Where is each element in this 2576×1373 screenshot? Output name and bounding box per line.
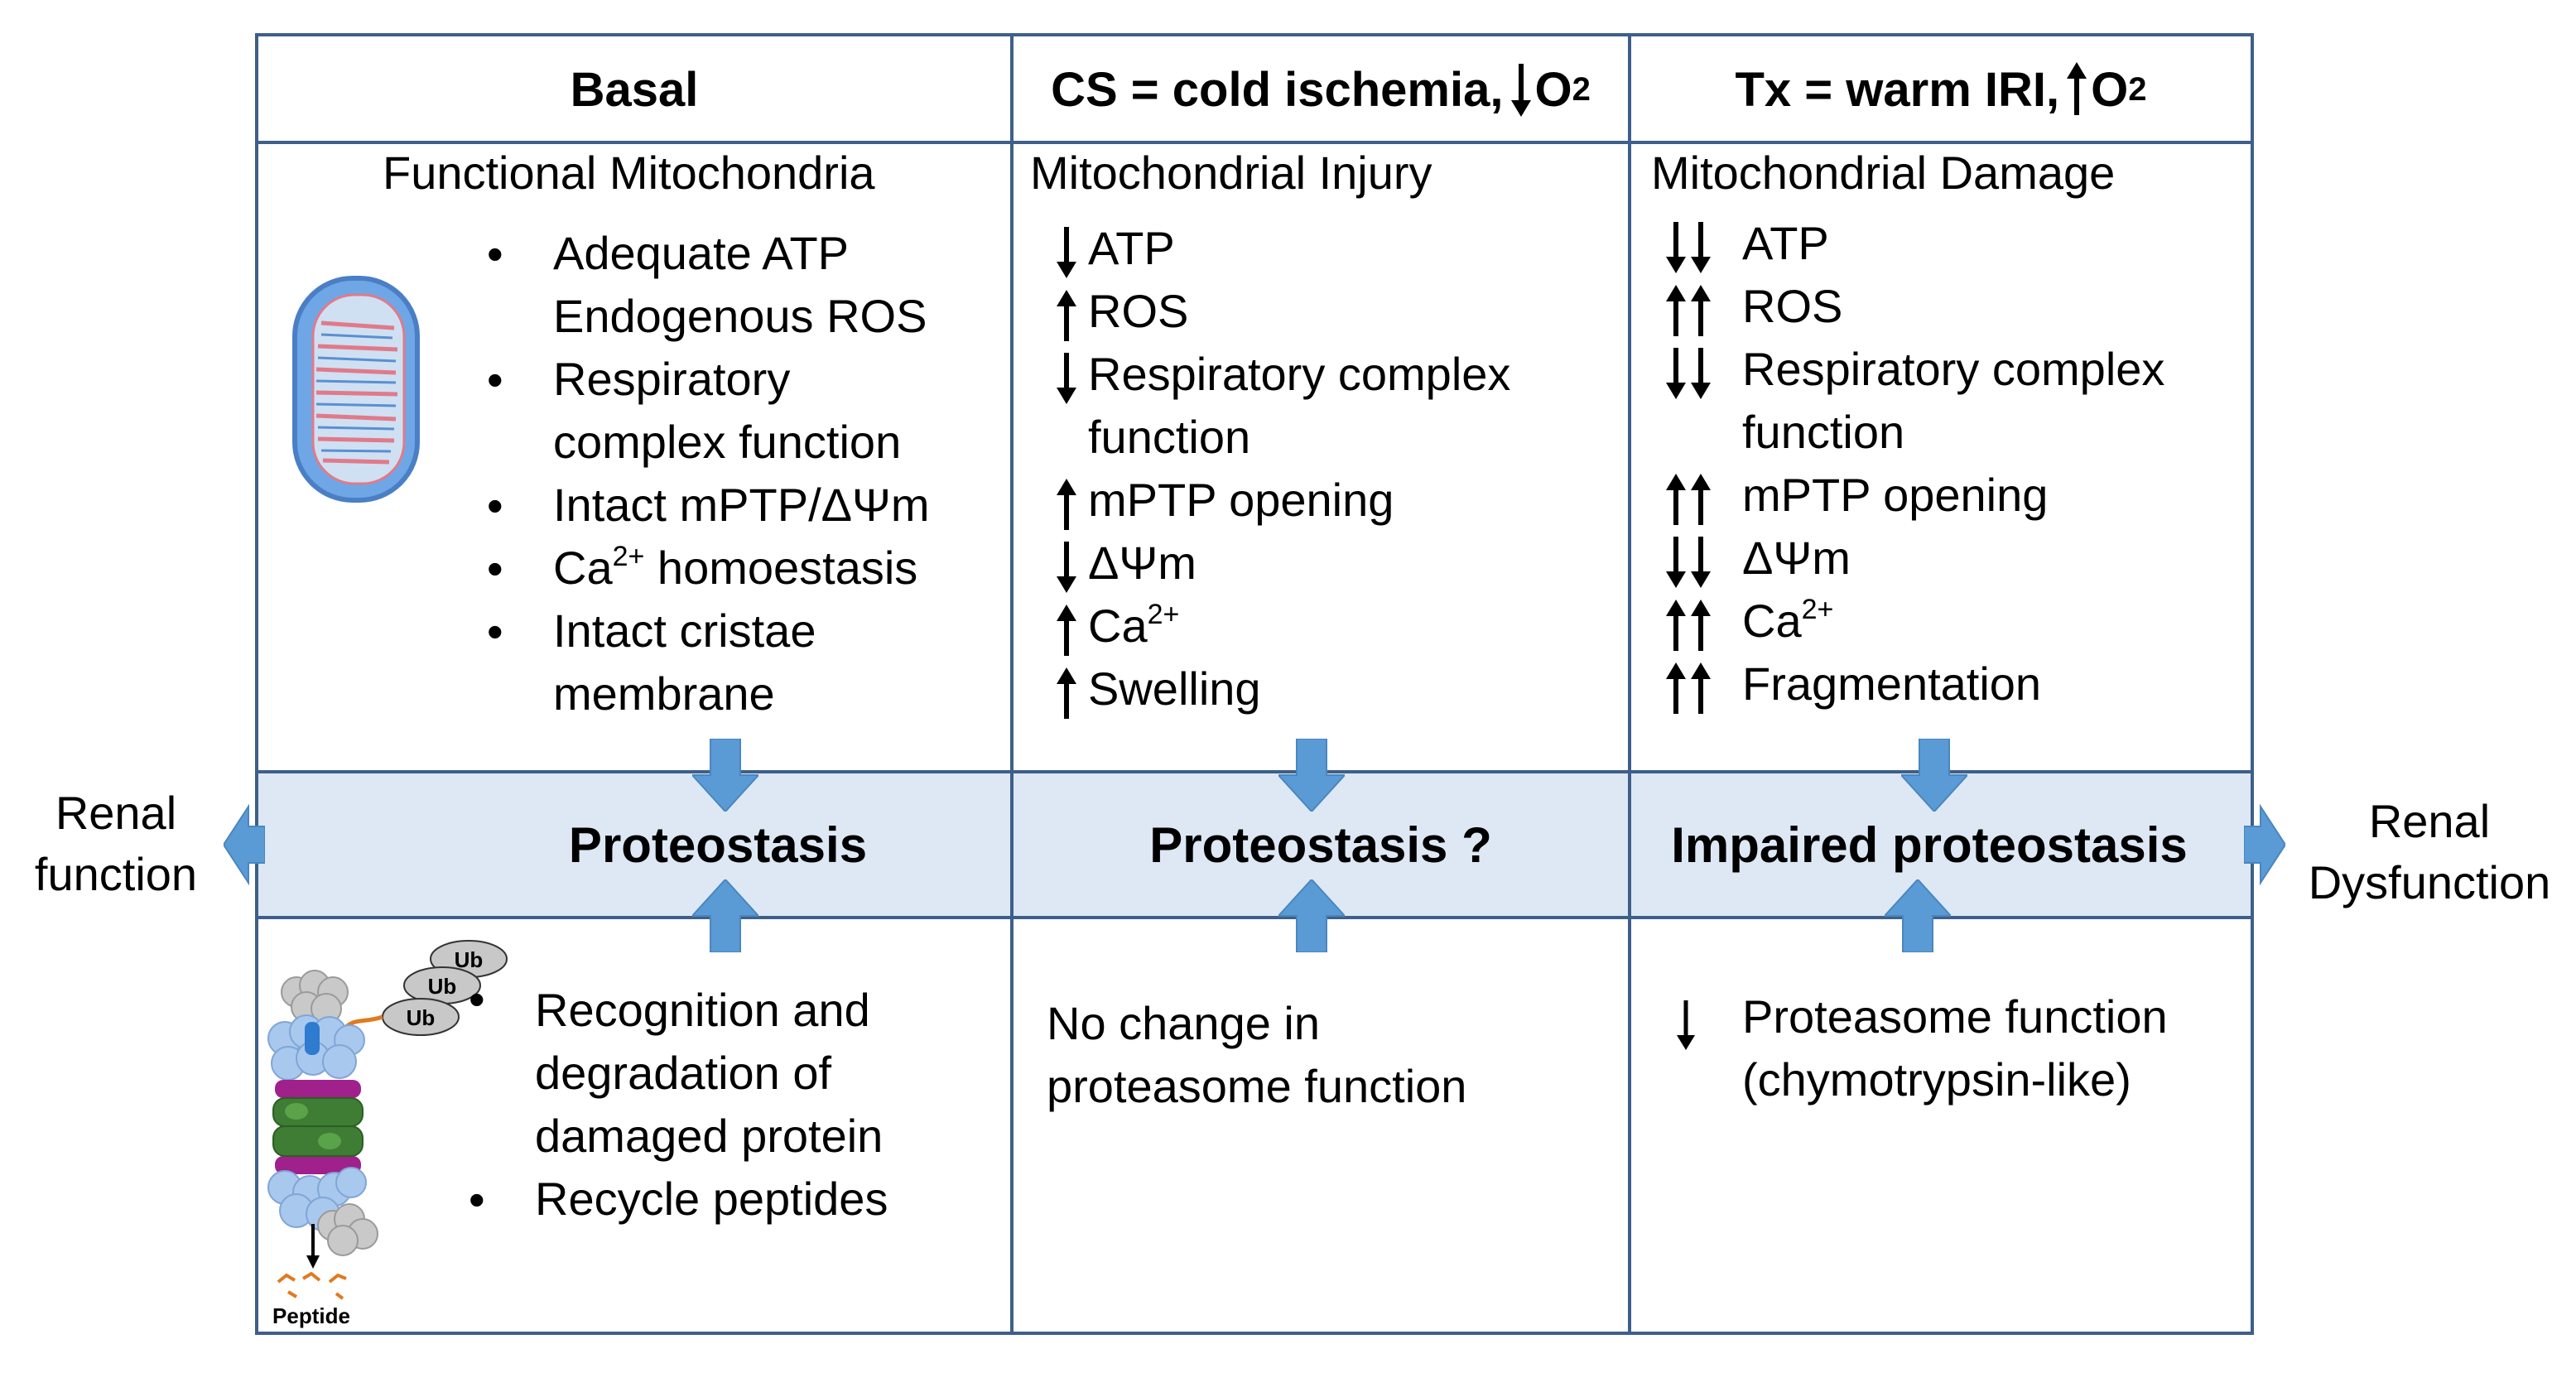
basal-bottom-3: damaged protein [535, 1110, 884, 1162]
bullet: • [487, 605, 503, 658]
right-block-arrow-icon [2244, 803, 2285, 886]
tx-line-dpsi: ΔΨm [1742, 532, 1851, 584]
down-block-arrow-icon [1901, 739, 1967, 812]
basal-bottom-1: Recognition and [535, 984, 870, 1036]
up-block-arrow-icon [692, 879, 758, 952]
down-block-arrow-icon [1278, 739, 1345, 812]
proteasome-icon: Ub Ub Ub Peptide [267, 940, 508, 1328]
ub-label: Ub [428, 974, 457, 999]
basal-line-atp: Adequate ATP [553, 227, 849, 279]
down-arrow-icon [1510, 64, 1531, 117]
border-left [255, 33, 258, 1335]
cs-line-dpsi: ΔΨm [1088, 537, 1197, 589]
tx-line-mptp: mPTP opening [1742, 469, 2049, 521]
basal-bottom-2: degradation of [535, 1047, 832, 1099]
cs-title: Mitochondrial Injury [1030, 147, 1432, 199]
bullet: • [469, 1173, 485, 1226]
bullet: • [487, 228, 503, 280]
tx-bottom-2: (chymotrypsin-like) [1742, 1053, 2131, 1106]
bullet: • [469, 973, 485, 1025]
cs-bottom-1: No change in [1047, 997, 1321, 1049]
border-col1 [1010, 33, 1014, 1335]
cs-line-mptp: mPTP opening [1088, 474, 1394, 526]
basal-bottom-4: Recycle peptides [535, 1173, 888, 1225]
proteostasis-basal: Proteostasis [568, 817, 868, 873]
bullet: • [487, 354, 503, 406]
cs-line-swelling: Swelling [1088, 662, 1261, 715]
tx-bottom-1: Proteasome function [1742, 990, 2168, 1043]
down-block-arrow-icon [692, 739, 758, 812]
left-block-arrow-icon [224, 803, 265, 886]
header-basal: Basal [570, 62, 699, 117]
bullet: • [487, 542, 503, 595]
up-arrow-icon [1057, 667, 1076, 719]
cs-bottom-2: proteasome function [1047, 1060, 1467, 1112]
double-down-arrow-icon [1666, 537, 1711, 588]
ub-label: Ub [455, 947, 484, 972]
border-band-bottom [255, 916, 2254, 919]
border-bottom [255, 1332, 2254, 1335]
up-arrow-icon [2067, 62, 2087, 115]
down-arrow-icon [1057, 353, 1076, 404]
cs-line-resp2: function [1088, 411, 1251, 463]
down-arrow-icon [1057, 542, 1076, 593]
double-up-arrow-icon [1666, 285, 1711, 336]
border-header [255, 141, 2254, 144]
proteostasis-tx: Impaired proteostasis [1671, 817, 2188, 873]
tx-title: Mitochondrial Damage [1651, 147, 2116, 199]
tx-line-atp: ATP [1742, 217, 1829, 269]
proteostasis-cs: Proteostasis ? [1149, 817, 1492, 873]
tx-line-ros: ROS [1742, 280, 1843, 332]
tx-line-resp1: Respiratory complex [1742, 343, 2165, 395]
down-arrow-icon [1677, 1000, 1695, 1050]
basal-line-cristae1: Intact cristae [553, 605, 816, 657]
cs-line-atp: ATP [1088, 222, 1175, 274]
up-arrow-icon [1057, 479, 1076, 530]
basal-line-cristae2: membrane [553, 667, 775, 720]
peptide-label: Peptide [272, 1303, 350, 1328]
tx-line-ca: Ca2+ [1742, 594, 1834, 647]
tx-line-fragmentation: Fragmentation [1742, 658, 2042, 710]
basal-line-mptp: Intact mPTP/ΔΨm [553, 479, 930, 531]
double-up-arrow-icon [1666, 474, 1711, 525]
border-col2 [1628, 33, 1631, 1335]
basal-line-resp1: Respiratory [553, 353, 791, 405]
mitochondrion-icon [292, 276, 420, 503]
tx-line-resp2: function [1742, 406, 1905, 458]
up-arrow-icon [1057, 605, 1076, 656]
basal-line-resp2: complex function [553, 416, 902, 468]
up-block-arrow-icon [1278, 879, 1345, 952]
double-up-arrow-icon [1666, 600, 1711, 651]
double-up-arrow-icon [1666, 662, 1711, 714]
border-right [2251, 33, 2254, 1335]
down-arrow-icon [1057, 227, 1076, 278]
cs-line-ca: Ca2+ [1088, 599, 1180, 652]
cs-line-resp1: Respiratory complex [1088, 348, 1511, 400]
basal-title: Functional Mitochondria [383, 147, 875, 199]
border-band-top [255, 770, 2254, 773]
border-top [255, 33, 2254, 36]
basal-line-ca: Ca2+ homoestasis [553, 541, 918, 594]
double-down-arrow-icon [1666, 348, 1711, 399]
ub-label: Ub [407, 1005, 436, 1030]
basal-line-ros: Endogenous ROS [553, 290, 927, 342]
up-arrow-icon [1057, 290, 1076, 341]
bullet: • [487, 479, 503, 532]
up-block-arrow-icon [1885, 879, 1951, 952]
double-down-arrow-icon [1666, 222, 1711, 273]
cs-line-ros: ROS [1088, 285, 1189, 337]
